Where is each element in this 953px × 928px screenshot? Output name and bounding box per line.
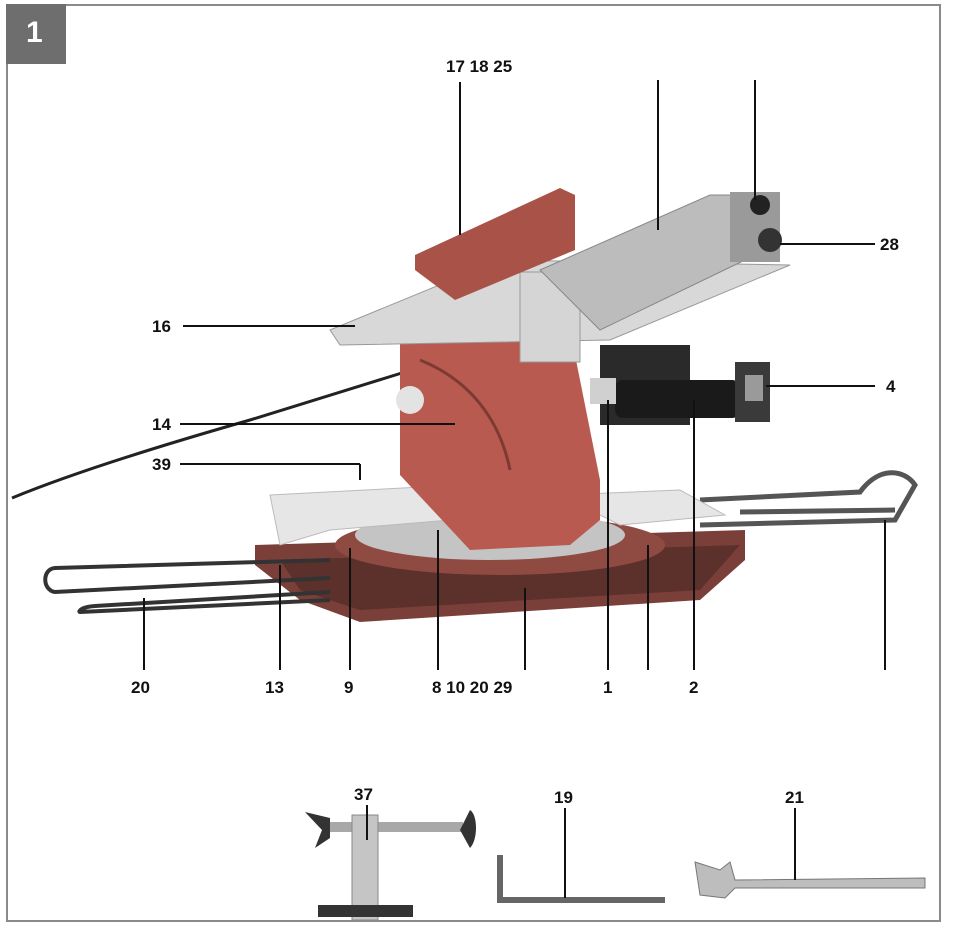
label-17-18-25: 17 18 25 (446, 57, 512, 76)
fence-knob (750, 195, 770, 215)
label-16: 16 (152, 317, 171, 336)
arbor-knob (396, 386, 424, 414)
right-extension-bar-lower (739, 507, 896, 515)
left-extension-bar-lower (77, 590, 331, 615)
label-28: 28 (880, 235, 899, 254)
blade-guard-arc (419, 358, 512, 471)
label-2: 2 (689, 678, 698, 697)
label-9: 9 (344, 678, 353, 697)
label-13: 13 (265, 678, 284, 697)
left-extension-bar (43, 558, 331, 595)
saw-head-body (400, 335, 600, 550)
handle-grip (615, 380, 740, 418)
riving-knife-guard (415, 188, 575, 300)
accessory-clamp-37 (305, 810, 476, 921)
accessory-hex-key-19 (497, 855, 665, 903)
power-cord (11, 370, 406, 500)
right-extension-bar (699, 470, 918, 528)
label-39: 39 (152, 455, 171, 474)
label-4: 4 (886, 377, 896, 396)
leader-lines (143, 80, 886, 898)
clamp-knob (758, 228, 782, 252)
label-1: 1 (603, 678, 612, 697)
figure-number-badge: 1 (6, 4, 66, 64)
label-8-10-20-29: 8 10 20 29 (432, 678, 512, 697)
label-14: 14 (152, 415, 171, 434)
label-19: 19 (554, 788, 573, 807)
label-21: 21 (785, 788, 804, 807)
lock-knob (590, 378, 616, 404)
label-20: 20 (131, 678, 150, 697)
label-37: 37 (354, 785, 373, 804)
accessory-wrench-21 (694, 861, 926, 899)
switch-button (745, 375, 763, 401)
